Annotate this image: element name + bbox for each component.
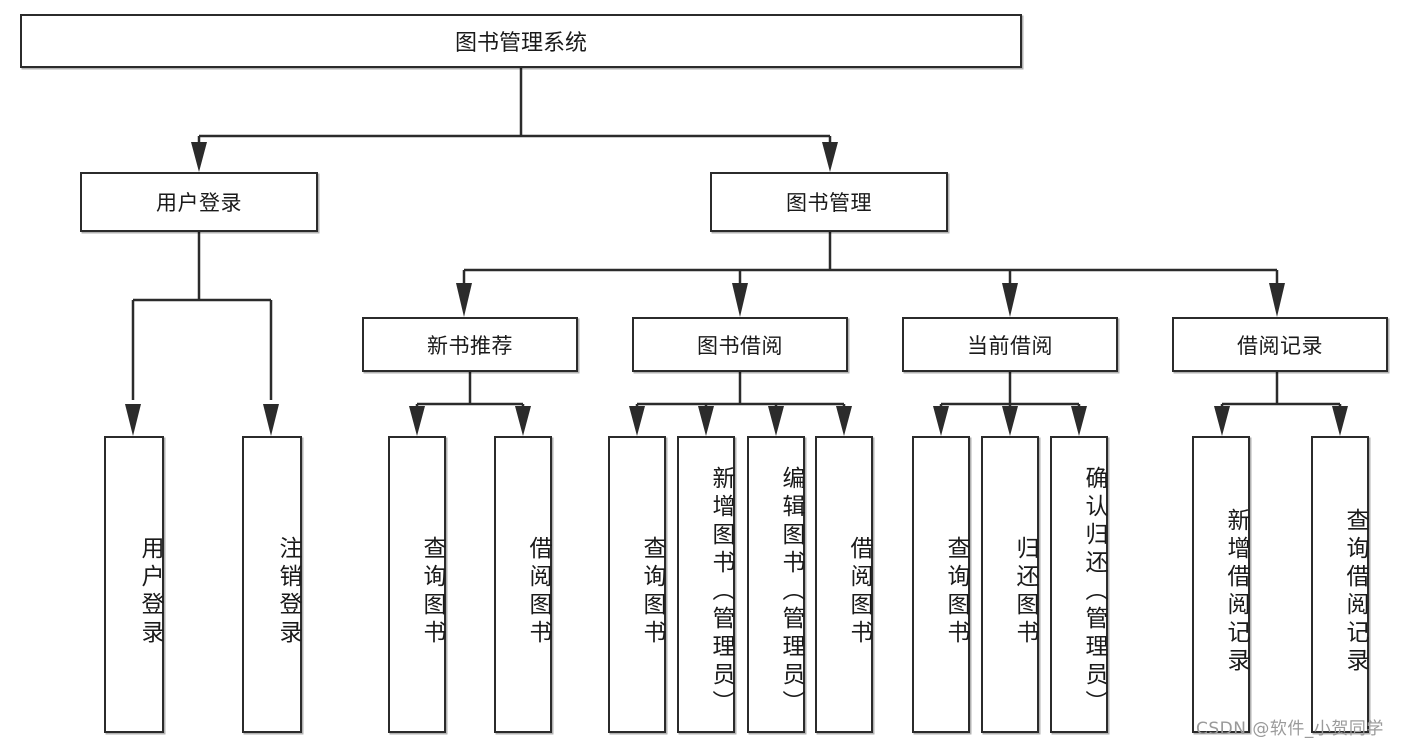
node-label: 查询图书 — [943, 535, 969, 648]
node-label: 图书管理 — [786, 191, 872, 215]
leaf-query-book-recommend[interactable]: 查询图书 — [388, 436, 446, 733]
node-label: 借阅图书 — [525, 535, 551, 648]
leaf-add-borrow-record[interactable]: 新增借阅记录 — [1192, 436, 1250, 733]
node-book-management[interactable]: 图书管理 — [710, 172, 948, 232]
node-root-system[interactable]: 图书管理系统 — [20, 14, 1022, 68]
node-label: 查询借阅记录 — [1342, 507, 1368, 676]
node-book-borrow[interactable]: 图书借阅 — [632, 317, 848, 372]
leaf-borrow-book-recommend[interactable]: 借阅图书 — [494, 436, 552, 733]
leaf-edit-book-admin[interactable]: 编辑图书（管理员） — [747, 436, 805, 733]
leaf-query-borrow-record[interactable]: 查询借阅记录 — [1311, 436, 1369, 733]
node-label: 归还图书 — [1012, 535, 1038, 648]
node-label: 用户登录 — [137, 535, 163, 648]
leaf-user-login[interactable]: 用户登录 — [104, 436, 164, 733]
node-label: 借阅记录 — [1237, 333, 1323, 358]
node-label: 编辑图书（管理员） — [778, 465, 804, 718]
node-label: 查询图书 — [419, 535, 445, 648]
node-label: 图书管理系统 — [454, 31, 587, 56]
node-label: 新增图书（管理员） — [708, 465, 734, 718]
node-label: 图书借阅 — [697, 333, 783, 358]
node-label: 注销登录 — [275, 535, 301, 648]
node-current-borrow[interactable]: 当前借阅 — [902, 317, 1118, 372]
node-borrow-records[interactable]: 借阅记录 — [1172, 317, 1388, 372]
leaf-user-logout[interactable]: 注销登录 — [242, 436, 302, 733]
leaf-query-book-borrow[interactable]: 查询图书 — [608, 436, 666, 733]
node-user-login[interactable]: 用户登录 — [80, 172, 318, 232]
node-label: 新增借阅记录 — [1223, 507, 1249, 676]
node-label: 确认归还（管理员） — [1081, 465, 1107, 718]
node-label: 借阅图书 — [846, 535, 872, 648]
node-label: 新书推荐 — [427, 333, 513, 358]
node-label: 当前借阅 — [967, 333, 1053, 358]
leaf-confirm-return-admin[interactable]: 确认归还（管理员） — [1050, 436, 1108, 733]
leaf-query-book-current[interactable]: 查询图书 — [912, 436, 970, 733]
leaf-borrow-book[interactable]: 借阅图书 — [815, 436, 873, 733]
leaf-return-book[interactable]: 归还图书 — [981, 436, 1039, 733]
node-label: 用户登录 — [156, 191, 242, 215]
leaf-add-book-admin[interactable]: 新增图书（管理员） — [677, 436, 735, 733]
node-new-book-recommend[interactable]: 新书推荐 — [362, 317, 578, 372]
node-label: 查询图书 — [639, 535, 665, 648]
